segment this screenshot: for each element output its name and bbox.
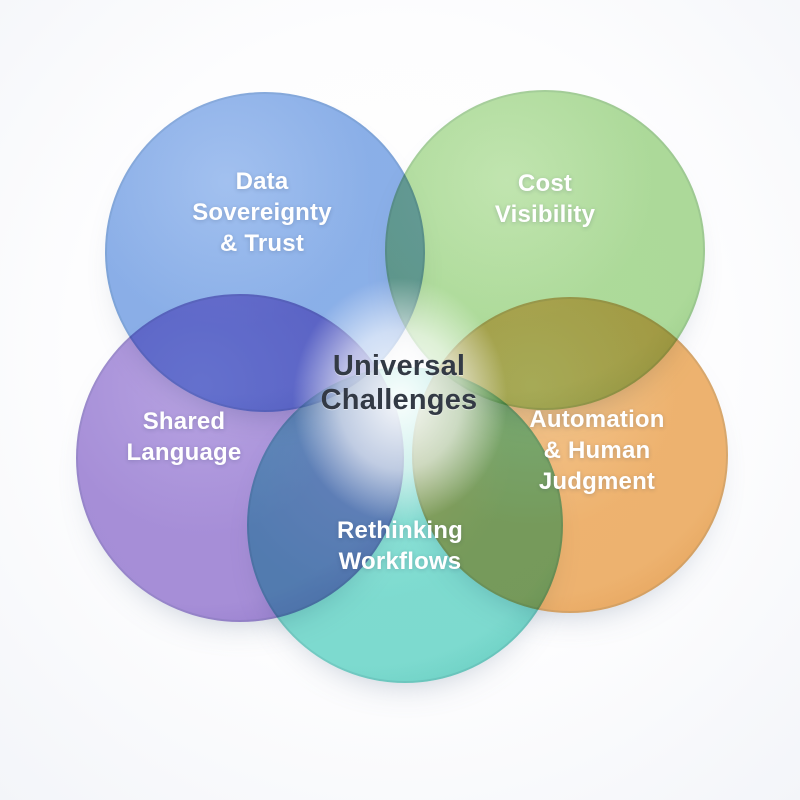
label-automation-human-judgment: Automation & Human Judgment: [529, 404, 664, 498]
center-title-line: Universal: [332, 349, 466, 382]
label-line: Rethinking: [337, 516, 463, 544]
center-title-line: Challenges: [320, 384, 478, 416]
label-line: Judgment: [538, 468, 656, 496]
label-rethinking-workflows: Rethinking Workflows: [337, 515, 463, 577]
label-cost-visibility: Cost Visibility: [495, 168, 595, 230]
label-line: Workflows: [338, 548, 462, 575]
label-line: Language: [126, 439, 242, 466]
label-line: Sovereignty: [192, 199, 332, 227]
label-line: Shared: [142, 407, 226, 435]
label-line: & Trust: [219, 230, 305, 258]
label-line: Data: [235, 168, 289, 196]
label-shared-language: Shared Language: [127, 406, 242, 468]
center-title: Universal Challenges: [321, 349, 478, 417]
label-line: Automation: [529, 406, 665, 434]
label-line: & Human: [543, 437, 651, 465]
label-line: Visibility: [494, 201, 596, 228]
label-line: Cost: [517, 169, 573, 197]
label-data-sovereignty-trust: Data Sovereignty & Trust: [192, 166, 332, 260]
